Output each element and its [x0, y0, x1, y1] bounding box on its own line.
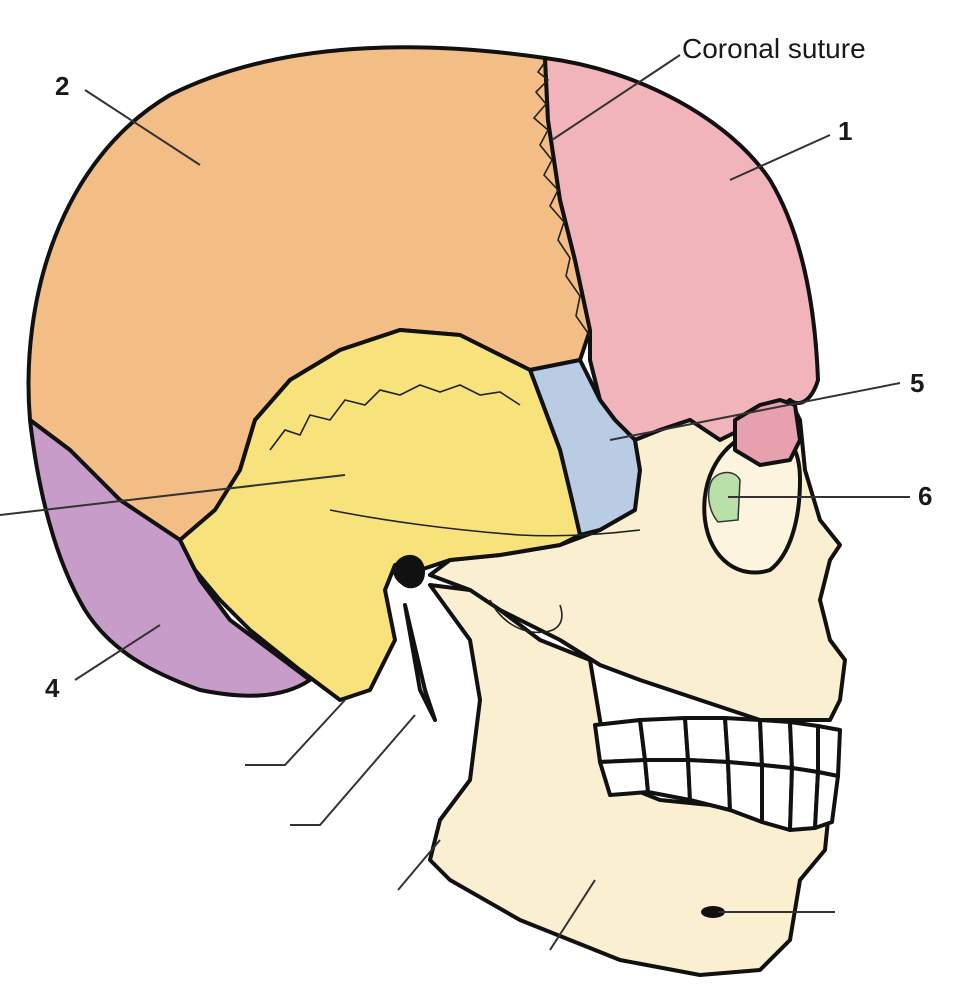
leader-2 [84, 89, 201, 166]
leader-coronal-suture [551, 54, 681, 141]
tooth [643, 758, 692, 802]
tooth [683, 716, 730, 764]
tooth [638, 716, 690, 762]
label-4: 4 [45, 673, 60, 703]
leader-unlabeled-temporal [0, 474, 346, 516]
tooth [813, 770, 840, 830]
squamous-suture-line [269, 384, 521, 451]
tooth [598, 758, 650, 797]
leader-1 [729, 134, 831, 181]
leader-unlabeled-mastoid [245, 699, 346, 766]
tooth [593, 718, 647, 764]
nasal-bone [733, 398, 802, 467]
ear-canal [393, 554, 425, 589]
leader-unlabeled-styloid [290, 714, 416, 826]
tooth [726, 760, 764, 824]
orbit [702, 428, 802, 575]
occipital-bone [28, 418, 312, 698]
leader-5 [609, 382, 901, 441]
tooth [723, 716, 764, 767]
coronoid-process [489, 599, 563, 634]
label-coronal-suture: Coronal suture [682, 33, 866, 64]
leader-4 [74, 624, 161, 681]
upper-teeth [593, 716, 842, 778]
zygomatic-arch [329, 509, 641, 537]
tooth [758, 718, 794, 770]
mandible [428, 583, 832, 977]
label-6: 6 [918, 481, 932, 511]
leader-unlabeled-ramus [397, 839, 441, 891]
lower-teeth [598, 758, 840, 832]
label-2: 2 [55, 71, 69, 101]
label-1: 1 [838, 116, 852, 146]
tooth [816, 724, 842, 778]
tooth [788, 720, 820, 774]
tooth [760, 763, 794, 832]
coronal-suture-line [532, 61, 591, 337]
mental-foramen [701, 906, 725, 918]
styloid-process [403, 603, 437, 722]
ethmoid-bone [707, 471, 741, 523]
label-5: 5 [910, 368, 924, 398]
tooth [686, 758, 732, 812]
leader-unlabeled-body [549, 879, 596, 951]
